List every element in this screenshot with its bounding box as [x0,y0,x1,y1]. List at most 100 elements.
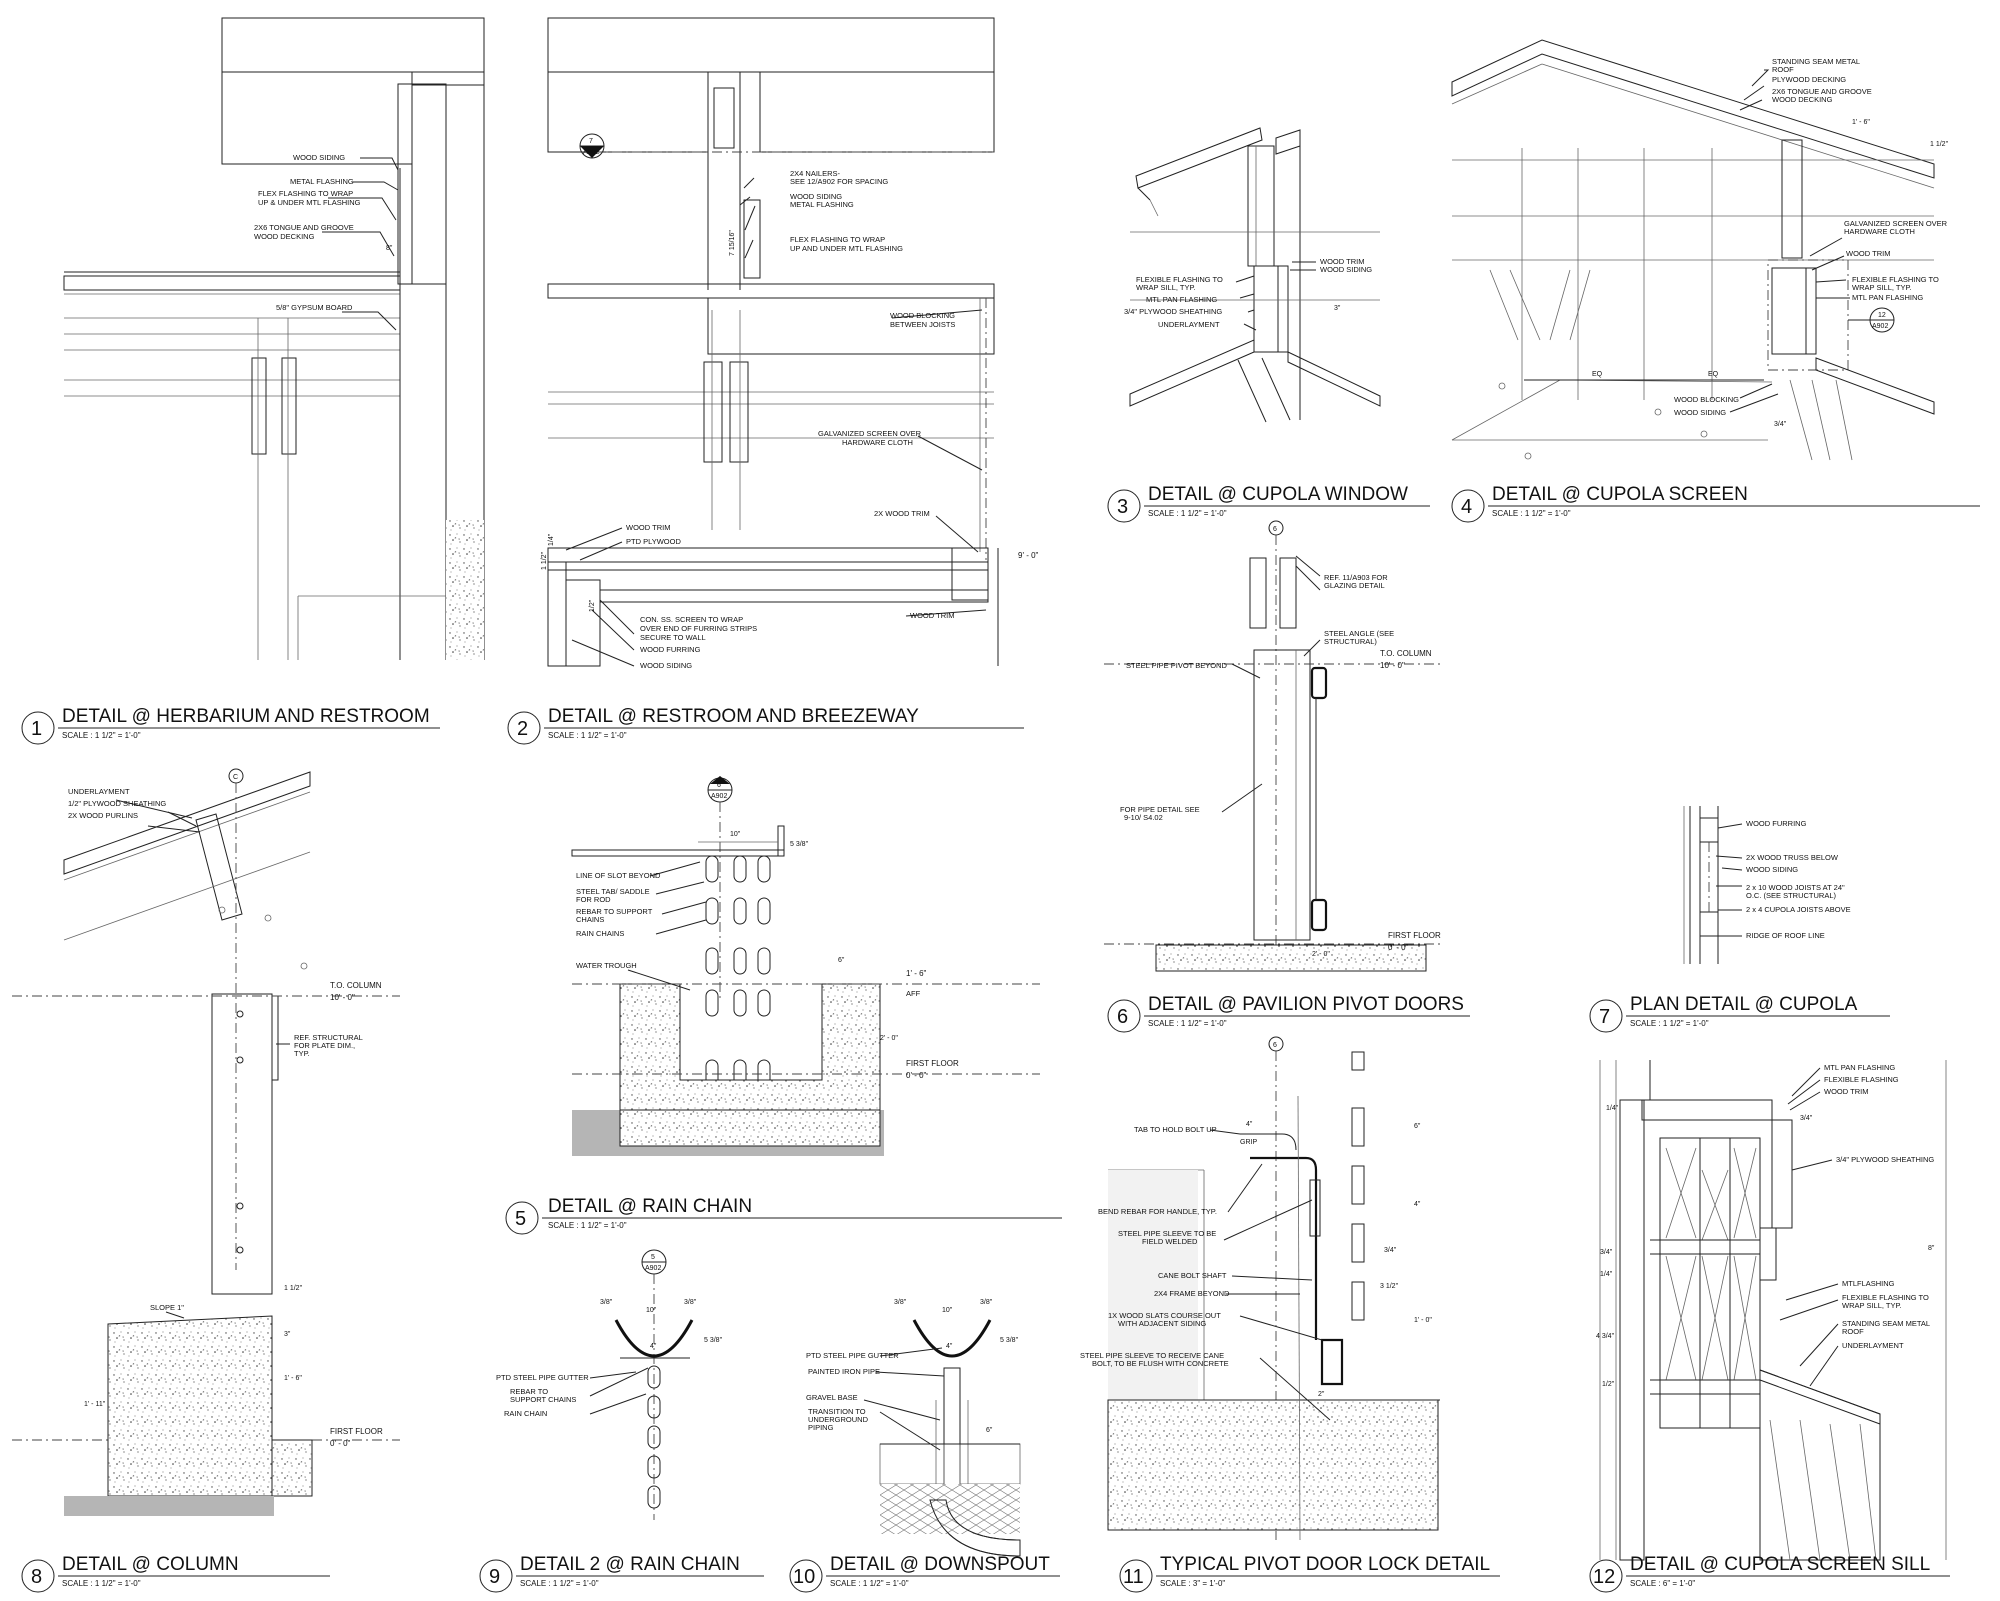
note: FIELD WELDED [1142,1237,1198,1246]
note: FOR PLATE DIM., [294,1041,355,1050]
level-label: FIRST FLOOR [330,1427,383,1436]
level-label: FIRST FLOOR [1388,931,1441,940]
detail-number: 9 [489,1566,500,1588]
detail-title-1: 1 DETAIL @ HERBARIUM AND RESTROOM SCALE … [21,706,440,745]
level-label: T.O. COLUMN [1380,649,1432,658]
dimension: 7 15/16" [729,230,736,256]
note: WOOD SIDING [640,661,692,670]
dimension: 1 1/2" [1930,141,1949,148]
note: LINE OF SLOT BEYOND [576,871,661,880]
note: RAIN CHAINS [576,929,624,938]
note: FOR PIPE DETAIL SEE [1120,805,1200,814]
note: METAL FLASHING [790,200,854,209]
note: MTL PAN FLASHING [1824,1063,1895,1072]
dimension: 1/4" [1606,1105,1619,1112]
dimension: 4" [650,1343,657,1350]
detail-11-drawing: 6 TAB TO HOLD BOLT UP GRIP BEND REBAR FO… [1080,1036,1440,1541]
note: WOOD SIDING [1746,865,1798,874]
note: STANDING SEAM METAL [1772,57,1860,66]
dimension: 1 1/2" [541,551,548,570]
ref-tag: A902 [583,149,599,156]
detail-title: DETAIL @ CUPOLA SCREEN SILL [1630,1554,1930,1575]
detail-scale: SCALE : 3" = 1'-0" [1160,1579,1225,1588]
detail-title: DETAIL @ CUPOLA WINDOW [1148,484,1408,505]
note: STEEL TAB/ SADDLE [576,887,650,896]
dimension: 1/4" [548,533,555,546]
note: WOOD DECKING [1772,95,1833,104]
note: 2X WOOD TRUSS BELOW [1746,853,1839,862]
elevation-label: 10' - 0" [330,993,355,1002]
note: FOR ROD [576,895,611,904]
dimension: 3/8" [684,1299,697,1306]
elevation-label: 1' - 6" [906,969,927,978]
dimension: 8" [1928,1245,1935,1252]
detail-scale: SCALE : 1 1/2" = 1'-0" [830,1579,909,1588]
dimension: 3/8" [600,1299,613,1306]
note: 3/4" PLYWOOD SHEATHING [1124,307,1222,316]
note: STANDING SEAM METAL [1842,1319,1930,1328]
detail-title: DETAIL @ PAVILION PIVOT DOORS [1148,994,1464,1015]
note: WITH ADJACENT SIDING [1118,1319,1206,1328]
note: 2X WOOD TRIM [874,509,930,518]
dimension: EQ [1708,371,1719,378]
note: WOOD TRIM [910,611,954,620]
detail-scale: SCALE : 1 1/2" = 1'-0" [1148,1019,1227,1028]
note: WOOD SIDING [293,153,345,162]
detail-number: 5 [515,1208,526,1230]
detail-title-4: 4 DETAIL @ CUPOLA SCREEN SCALE : 1 1/2" … [1451,484,1980,523]
note: SEE 12/A902 FOR SPACING [790,177,888,186]
detail-number: 11 [1123,1566,1144,1588]
detail-title: DETAIL @ CUPOLA SCREEN [1492,484,1748,505]
note: WOOD TRIM [1846,249,1890,258]
note: GRAVEL BASE [806,1393,858,1402]
grid-tag: 6 [1273,526,1277,533]
note: FLEXIBLE FLASHING TO [1136,275,1223,284]
detail-3-drawing: WOOD TRIM WOOD SIDING FLEXIBLE FLASHING … [1124,127,1381,423]
dimension: 1' - 6" [284,1375,302,1382]
note: WATER TROUGH [576,961,637,970]
grid-tag: C [233,774,238,781]
note: 2 x 10 WOOD JOISTS AT 24" [1746,883,1845,892]
detail-title: DETAIL @ COLUMN [62,1554,239,1575]
note: RAIN CHAIN [504,1409,547,1418]
detail-title-12: 12 DETAIL @ CUPOLA SCREEN SILL SCALE : 6… [1589,1554,1950,1593]
note: STRUCTURAL) [1324,637,1377,646]
note: 1/2" PLYWOOD SHEATHING [68,799,166,808]
note: WOOD TRIM [626,523,670,532]
level-label: T.O. COLUMN [330,981,382,990]
note: 1X WOOD SLATS COURSE OUT [1108,1311,1221,1320]
dimension: 3 1/2" [1380,1283,1399,1290]
note: WRAP SILL, TYP. [1842,1301,1902,1310]
dimension: 6" [986,1427,993,1434]
dimension: 4" [1414,1201,1421,1208]
detail-number: 6 [1117,1006,1128,1028]
note: METAL FLASHING [290,177,354,186]
note: UNDERGROUND [808,1415,869,1424]
level-label: FIRST FLOOR [906,1059,959,1068]
dimension: 3" [1334,305,1341,312]
note: WRAP SILL, TYP. [1852,283,1912,292]
dimension: 2" [1318,1391,1325,1398]
ref-tag: 7 [589,138,593,145]
detail-8-drawing: C UNDERLAYMENT 1/2" PLYWOOD SHEATHING 2X… [12,768,400,1516]
detail-scale: SCALE : 1 1/2" = 1'-0" [1492,509,1571,518]
note: STEEL PIPE PIVOT BEYOND [1126,661,1227,670]
note: PIPING [808,1423,834,1432]
note: CON. SS. SCREEN TO WRAP [640,615,743,624]
dimension: 3/4" [1774,421,1787,428]
note: PTD PLYWOOD [626,537,681,546]
note: ROOF [1772,65,1794,74]
note: BEND REBAR FOR HANDLE, TYP. [1098,1207,1217,1216]
note: PTD STEEL PIPE GUTTER [806,1351,899,1360]
dimension: 1/2" [1602,1381,1615,1388]
elevation-label: 10' - 0" [1380,661,1405,670]
dimension: 1 1/2" [284,1285,303,1292]
note: WOOD TRIM [1824,1087,1868,1096]
note: WOOD DECKING [254,232,315,241]
note: UP & UNDER MTL FLASHING [258,198,361,207]
note: 9-10/ S4.02 [1124,813,1163,822]
note: TYP. [294,1049,310,1058]
note: TAB TO HOLD BOLT UP [1134,1125,1217,1134]
note: FLEXIBLE FLASHING [1824,1075,1899,1084]
note: CANE BOLT SHAFT [1158,1271,1227,1280]
